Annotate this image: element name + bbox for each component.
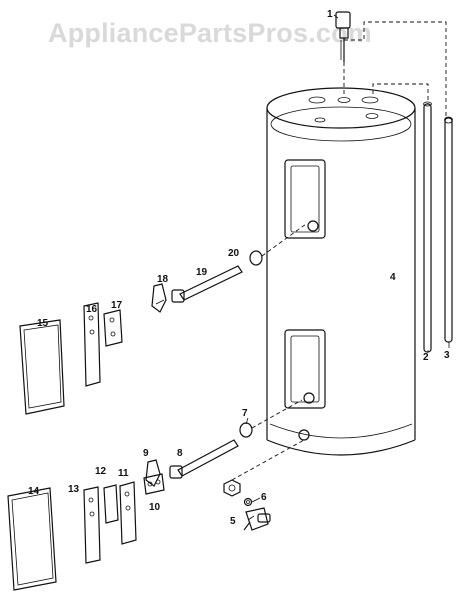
upper-heating-element-part[interactable] <box>171 265 243 303</box>
lower-gasket-part[interactable] <box>239 422 253 438</box>
relief-valve-part[interactable] <box>335 11 351 62</box>
callout-16: 16 <box>86 304 98 315</box>
upper-clip-part[interactable] <box>151 283 167 313</box>
callout-2: 2 <box>423 352 429 363</box>
callout-7: 7 <box>242 408 248 419</box>
callout-13: 13 <box>68 484 80 495</box>
lower-clip-part[interactable] <box>145 459 161 487</box>
callout-12: 12 <box>95 466 107 477</box>
lower-heating-element-part[interactable] <box>169 439 239 479</box>
upper-thermostat-part[interactable] <box>83 302 101 387</box>
callout-5: 5 <box>230 516 236 527</box>
callout-20: 20 <box>228 248 240 259</box>
callout-17: 17 <box>111 300 123 311</box>
callout-4: 4 <box>390 272 396 283</box>
lower-element-cover-part[interactable] <box>7 487 57 591</box>
anode-rod-part[interactable] <box>444 116 453 343</box>
callout-19: 19 <box>196 267 208 278</box>
watermark-text: AppliancePartsPros.com <box>48 18 373 48</box>
callout-6: 6 <box>261 492 267 503</box>
upper-element-cover-part[interactable] <box>19 319 65 415</box>
water-heater-tank[interactable] <box>266 87 416 456</box>
callout-10: 10 <box>149 502 161 513</box>
callout-15: 15 <box>37 318 49 329</box>
callout-18: 18 <box>157 274 169 285</box>
upper-gasket-part[interactable] <box>249 250 263 266</box>
callout-3: 3 <box>444 350 450 361</box>
upper-bracket-part[interactable] <box>103 309 123 347</box>
drain-washer-part[interactable] <box>243 497 253 507</box>
callout-9: 9 <box>143 448 149 459</box>
callout-1: 1 <box>327 9 333 20</box>
callout-8: 8 <box>177 448 183 459</box>
lower-cutoff-part[interactable] <box>103 484 119 524</box>
lower-bracket-part[interactable] <box>119 481 137 545</box>
dip-tube-part[interactable] <box>423 101 432 353</box>
callout-11: 11 <box>118 468 129 479</box>
lower-thermostat-part[interactable] <box>83 486 101 564</box>
callout-14: 14 <box>28 486 40 497</box>
drain-nut-part[interactable] <box>223 479 241 497</box>
drain-valve-part[interactable] <box>243 507 271 531</box>
lower-terminal-block-part[interactable] <box>143 473 165 495</box>
